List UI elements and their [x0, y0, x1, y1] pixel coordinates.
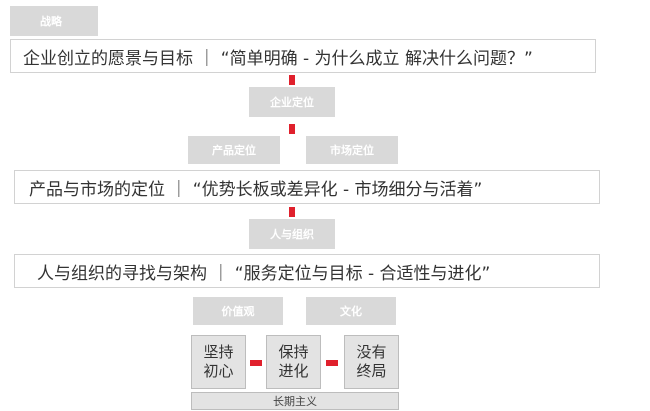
strategy-label: 战略: [40, 15, 62, 28]
enterprise-positioning-tag: 企业定位: [249, 87, 335, 117]
product-positioning-tag: 产品定位: [188, 136, 280, 164]
box-line1: 没有: [356, 343, 387, 361]
box-line2: 终局: [356, 362, 387, 380]
people-org-label: 人与组织: [270, 228, 314, 241]
people-org-row: 人与组织的寻找与架构 ｜ “服务定位与目标 - 合适性与进化”: [14, 254, 600, 288]
longterm-label: 长期主义: [273, 395, 317, 408]
dash-connector-2: [326, 360, 338, 366]
people-org-text: 人与组织的寻找与架构 ｜ “服务定位与目标 - 合适性与进化”: [37, 263, 491, 284]
values-label: 价值观: [221, 305, 255, 318]
people-org-tag: 人与组织: [249, 219, 335, 249]
box-line1: 保持: [278, 343, 309, 361]
market-positioning-label: 市场定位: [330, 144, 374, 157]
box-line1: 坚持: [203, 343, 234, 361]
box-line2: 初心: [203, 362, 234, 380]
connector-1: [289, 75, 295, 85]
connector-3: [289, 207, 295, 217]
vision-goal-text: 企业创立的愿景与目标 ｜ “简单明确 - 为什么成立 解决什么问题？”: [23, 48, 533, 69]
values-tag: 价值观: [193, 297, 283, 325]
market-positioning-tag: 市场定位: [306, 136, 398, 164]
stay-true-box: 坚持 初心: [191, 335, 246, 389]
enterprise-positioning-label: 企业定位: [270, 96, 314, 109]
product-market-text: 产品与市场的定位 ｜ “优势长板或差异化 - 市场细分与活着”: [29, 179, 483, 200]
dash-connector-1: [250, 360, 262, 366]
culture-label: 文化: [340, 305, 362, 318]
vision-goal-row: 企业创立的愿景与目标 ｜ “简单明确 - 为什么成立 解决什么问题？”: [10, 39, 596, 73]
product-market-row: 产品与市场的定位 ｜ “优势长板或差异化 - 市场细分与活着”: [14, 170, 600, 204]
product-positioning-label: 产品定位: [212, 144, 256, 157]
keep-evolving-box: 保持 进化: [266, 335, 321, 389]
longterm-tag: 长期主义: [191, 392, 399, 410]
connector-2: [289, 124, 295, 134]
box-line2: 进化: [278, 362, 309, 380]
no-endgame-box: 没有 终局: [344, 335, 399, 389]
strategy-tag: 战略: [10, 6, 98, 36]
culture-tag: 文化: [306, 297, 396, 325]
